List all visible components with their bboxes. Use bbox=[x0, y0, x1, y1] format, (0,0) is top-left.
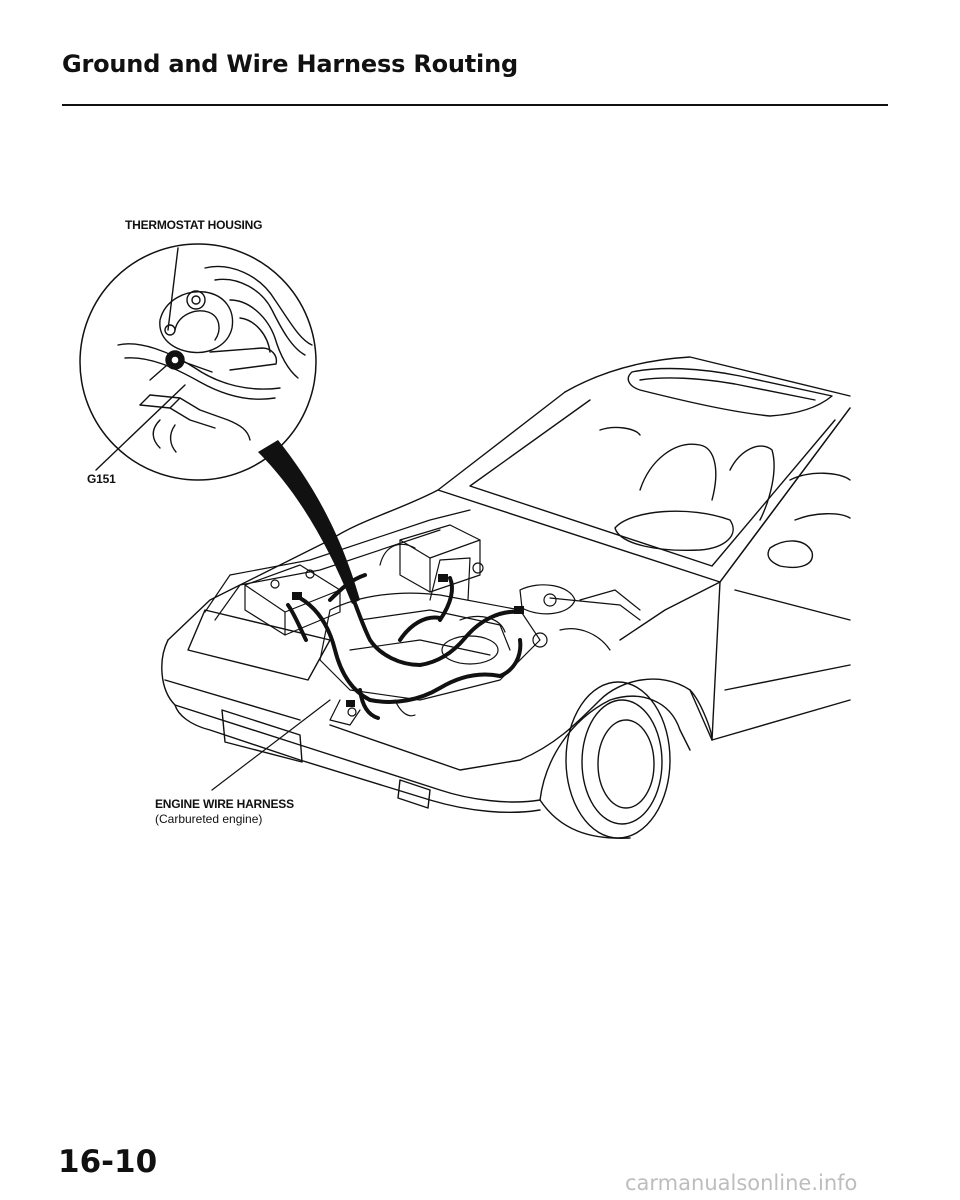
engine-bay bbox=[204, 509, 641, 726]
ground-g151-label: G151 bbox=[87, 472, 116, 486]
title-divider bbox=[62, 104, 888, 106]
harness-leader bbox=[211, 699, 331, 791]
thermostat-detail-inset bbox=[79, 243, 317, 481]
page-number: 16-10 bbox=[58, 1144, 158, 1180]
inset-pointer bbox=[258, 440, 360, 604]
thermostat-housing-label: THERMOSTAT HOUSING bbox=[125, 218, 263, 232]
harness-note: (Carbureted engine) bbox=[155, 812, 263, 826]
car-body bbox=[161, 356, 851, 839]
engine-wire-harness-label: ENGINE WIRE HARNESS bbox=[155, 797, 294, 811]
engine-wire-harness bbox=[286, 573, 523, 720]
page-title: Ground and Wire Harness Routing bbox=[62, 50, 518, 78]
watermark: carmanualsonline.info bbox=[625, 1171, 858, 1195]
